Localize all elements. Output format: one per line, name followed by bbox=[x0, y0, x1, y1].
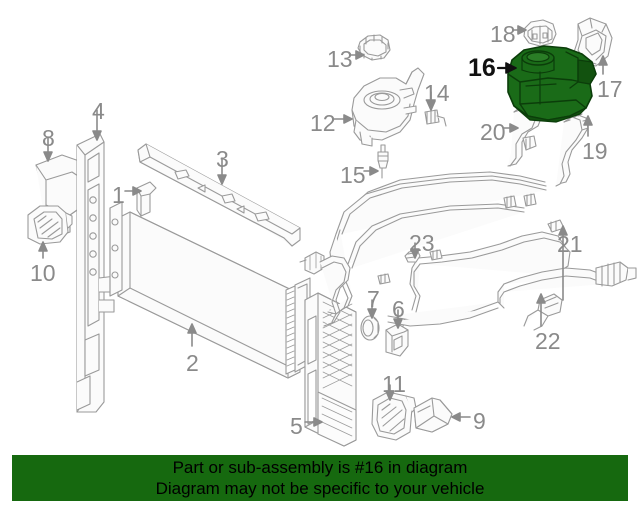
part-18-expansion-tank-cap bbox=[523, 19, 557, 47]
part-7-grommet bbox=[360, 315, 380, 341]
part-4-air-guide-left bbox=[76, 133, 121, 413]
part-11-bracket bbox=[371, 391, 417, 441]
callout-label-18[interactable]: 18 bbox=[490, 21, 516, 47]
callout-label-11[interactable]: 11 bbox=[382, 371, 406, 397]
part-1-radiator-bracket bbox=[136, 181, 157, 217]
callout-label-3[interactable]: 3 bbox=[216, 146, 229, 172]
part-14-clamp bbox=[424, 109, 447, 127]
banner-line-1: Part or sub-assembly is #16 in diagram bbox=[172, 458, 468, 477]
callout-label-19[interactable]: 19 bbox=[582, 138, 608, 164]
part-6-sensor bbox=[385, 316, 409, 357]
callout-label-6[interactable]: 6 bbox=[392, 296, 405, 322]
callout-label-12[interactable]: 12 bbox=[310, 110, 336, 136]
part-12-coolant-reservoir bbox=[351, 67, 425, 147]
coolant-pipe-network bbox=[327, 171, 637, 331]
callout-label-14[interactable]: 14 bbox=[424, 80, 450, 106]
part-19-hose bbox=[555, 111, 589, 187]
part-3-upper-rail bbox=[137, 143, 301, 247]
part-13-reservoir-cap bbox=[357, 34, 391, 61]
part-17-mounting-bracket bbox=[567, 17, 613, 67]
callout-label-16[interactable]: 16 bbox=[468, 54, 496, 82]
callout-label-8[interactable]: 8 bbox=[42, 125, 55, 151]
part-15-temperature-switch bbox=[377, 144, 389, 179]
callout-label-17[interactable]: 17 bbox=[597, 76, 623, 102]
callout-label-9[interactable]: 9 bbox=[473, 408, 486, 434]
callout-label-21[interactable]: 21 bbox=[557, 231, 583, 257]
callout-arrows bbox=[38, 25, 608, 427]
part-9-cover bbox=[413, 397, 453, 433]
callout-label-10[interactable]: 10 bbox=[30, 260, 56, 286]
callout-label-23[interactable]: 23 bbox=[409, 230, 435, 256]
part-16-expansion-tank-highlighted bbox=[507, 45, 597, 123]
part-5-fan-shroud bbox=[304, 292, 357, 447]
callout-label-2[interactable]: 2 bbox=[186, 350, 199, 376]
callout-label-7[interactable]: 7 bbox=[367, 286, 380, 312]
callout-label-5[interactable]: 5 bbox=[290, 413, 303, 439]
callout-label-15[interactable]: 15 bbox=[340, 162, 366, 188]
callout-label-1[interactable]: 1 bbox=[112, 182, 125, 208]
radiator-outlet-hose bbox=[319, 255, 351, 327]
callout-label-22[interactable]: 22 bbox=[535, 328, 561, 354]
callout-label-4[interactable]: 4 bbox=[92, 98, 105, 124]
part-10-bracket bbox=[27, 205, 73, 245]
banner-line-2: Diagram may not be specific to your vehi… bbox=[155, 479, 485, 498]
part-2-radiator bbox=[109, 201, 325, 379]
diagram-note-banner: Part or sub-assembly is #16 in diagram D… bbox=[12, 455, 628, 501]
callout-label-20[interactable]: 20 bbox=[480, 119, 506, 145]
callout-label-13[interactable]: 13 bbox=[327, 46, 353, 72]
